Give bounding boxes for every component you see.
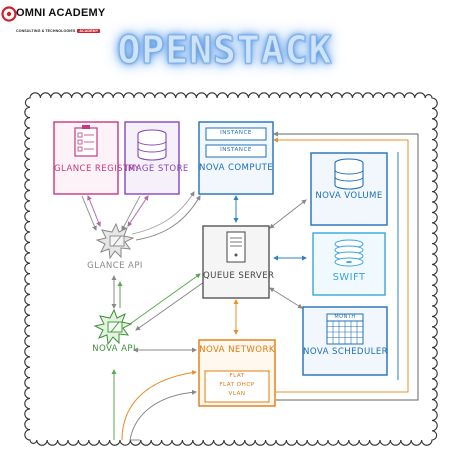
nova-scheduler-label: NOVA SCHEDULER	[303, 347, 389, 357]
queue-server-label: QUEUE SERVER	[203, 271, 275, 281]
nova-compute-label: NOVA COMPUTE	[199, 163, 274, 173]
nova-volume-box	[310, 152, 388, 226]
disk-stack-icon	[334, 239, 364, 267]
nova-network-box	[198, 339, 276, 407]
network-mode-vlan: VLAN	[228, 391, 246, 397]
calendar-month-label: MONTH	[334, 313, 356, 320]
server-icon	[226, 231, 246, 263]
glance-registry-box	[53, 121, 119, 195]
nova-api-icon	[93, 308, 133, 346]
glance-registry-label: GLANCE REGISTRY	[54, 164, 141, 174]
brand-tagline: CONSULTING & TECHNOLOGIES	[16, 29, 76, 33]
instance-label: INSTANCE	[220, 147, 252, 153]
page-title: OPENSTACK	[117, 28, 333, 73]
nova-api-label: NOVA API	[92, 344, 136, 354]
brand-name: OMNI ACADEMY	[16, 7, 106, 19]
nova-volume-label: NOVA VOLUME	[315, 191, 383, 201]
database-icon	[137, 129, 167, 161]
image-store-box	[124, 121, 180, 195]
image-store-label: IMAGE STORE	[125, 164, 189, 174]
nova-scheduler-box	[302, 306, 388, 376]
instance-label: INSTANCE	[220, 130, 252, 136]
swift-box	[312, 232, 386, 296]
glance-api-icon	[95, 222, 135, 260]
swift-label: SWIFT	[332, 272, 366, 283]
queue-server-box	[202, 225, 270, 299]
nova-network-label: NOVA NETWORK	[199, 345, 275, 355]
calendar-icon	[326, 313, 364, 345]
glance-api-label: GLANCE API	[87, 261, 143, 271]
cloud-border	[24, 92, 438, 446]
network-mode-flat: FLAT	[229, 373, 245, 379]
omni-academy-logo	[1, 6, 17, 22]
nova-compute-box	[198, 121, 274, 195]
connection-arrows	[81, 131, 419, 441]
database-icon	[334, 158, 364, 190]
network-mode-flat-dhcp: FLAT DHCP	[219, 382, 255, 388]
brand-tag-badge: ACADEMY	[77, 29, 101, 33]
checklist-icon	[74, 125, 98, 157]
